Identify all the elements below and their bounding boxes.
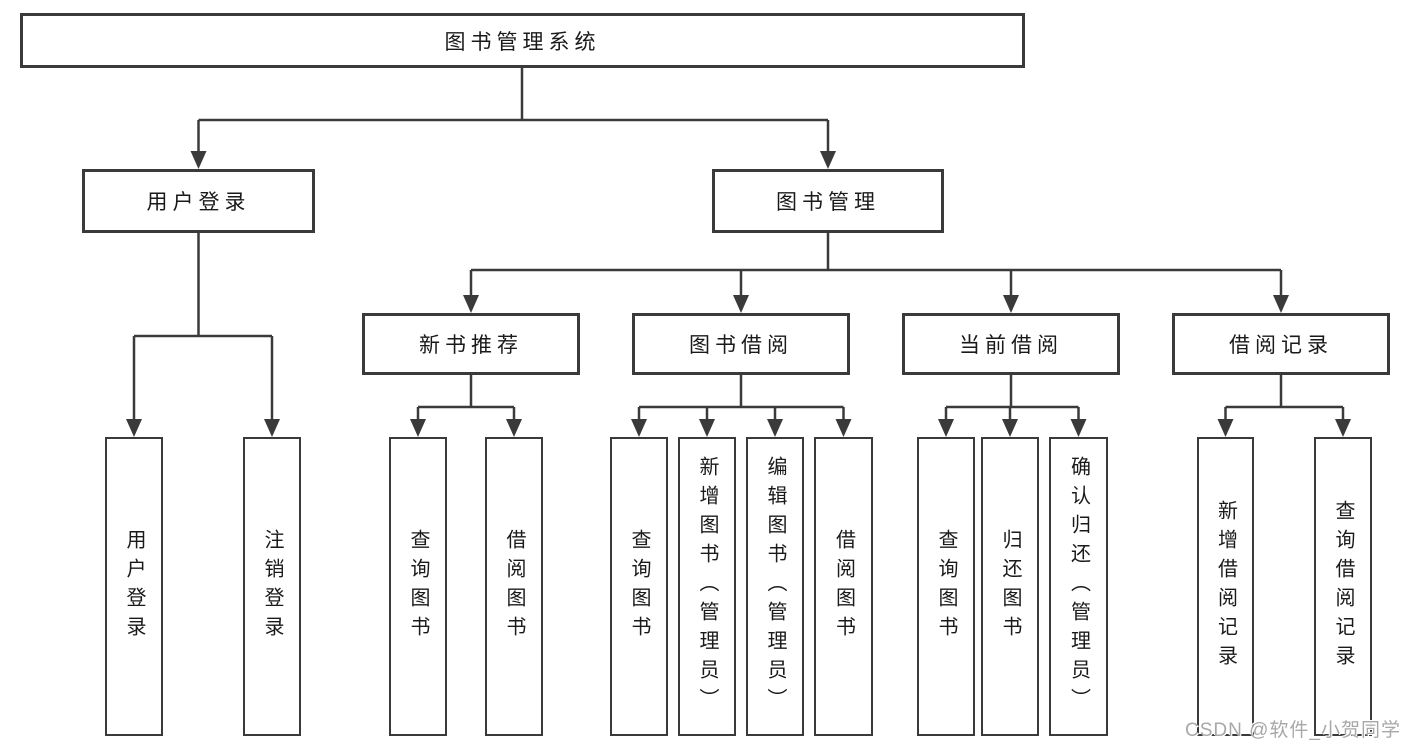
leaf-current-confirm-return-admin-label: 确认归还（管理员） xyxy=(1067,456,1090,717)
csdn-watermark: CSDN @软件_小贺同学 xyxy=(1185,720,1401,741)
leaf-current-query-books: 查询图书 xyxy=(917,437,975,736)
leaf-borrow-edit-books-admin-label: 编辑图书（管理员） xyxy=(764,456,786,717)
leaf-current-return-books-label: 归还图书 xyxy=(999,528,1021,645)
node-current-borrow: 当前借阅 xyxy=(902,313,1120,375)
leaf-logout-login: 注销登录 xyxy=(243,437,301,736)
leaf-current-confirm-return-admin: 确认归还（管理员） xyxy=(1049,437,1108,736)
leaf-newbooks-borrow-books-label: 借阅图书 xyxy=(503,528,525,645)
node-book-mgmt: 图书管理 xyxy=(712,169,944,233)
leaf-borrow-borrow-books: 借阅图书 xyxy=(814,437,873,736)
node-borrow-records: 借阅记录 xyxy=(1172,313,1390,375)
node-current-borrow-label: 当前借阅 xyxy=(959,334,1063,357)
leaf-records-query-record-label: 查询借阅记录 xyxy=(1332,499,1354,674)
node-book-borrow-label: 图书借阅 xyxy=(689,334,793,357)
leaf-current-return-books: 归还图书 xyxy=(981,437,1039,736)
leaf-newbooks-query-books: 查询图书 xyxy=(389,437,447,736)
node-new-books-label: 新书推荐 xyxy=(419,334,523,357)
leaf-borrow-add-books-admin: 新增图书（管理员） xyxy=(678,437,736,736)
leaf-newbooks-borrow-books: 借阅图书 xyxy=(485,437,543,736)
node-user-login: 用户登录 xyxy=(82,169,315,233)
leaf-borrow-query-books-label: 查询图书 xyxy=(628,528,650,645)
leaf-borrow-edit-books-admin: 编辑图书（管理员） xyxy=(746,437,804,736)
node-borrow-records-label: 借阅记录 xyxy=(1229,334,1333,357)
node-root: 图书管理系统 xyxy=(20,13,1025,68)
leaf-logout-login-label: 注销登录 xyxy=(261,528,283,645)
leaf-borrow-add-books-admin-label: 新增图书（管理员） xyxy=(696,456,718,717)
leaf-borrow-query-books: 查询图书 xyxy=(610,437,668,736)
leaf-current-query-books-label: 查询图书 xyxy=(935,528,957,645)
leaf-records-add-record: 新增借阅记录 xyxy=(1197,437,1254,736)
leaf-borrow-borrow-books-label: 借阅图书 xyxy=(832,528,855,645)
leaf-records-query-record: 查询借阅记录 xyxy=(1314,437,1372,736)
leaf-user-login: 用户登录 xyxy=(105,437,163,736)
arrowheads xyxy=(126,151,1351,437)
node-book-borrow: 图书借阅 xyxy=(632,313,850,375)
node-book-mgmt-label: 图书管理 xyxy=(776,191,880,214)
node-user-login-label: 用户登录 xyxy=(146,191,251,214)
leaf-newbooks-query-books-label: 查询图书 xyxy=(407,528,429,645)
node-new-books: 新书推荐 xyxy=(362,313,580,375)
node-root-label: 图书管理系统 xyxy=(444,30,601,54)
leaf-records-add-record-label: 新增借阅记录 xyxy=(1214,499,1237,674)
leaf-user-login-label: 用户登录 xyxy=(123,528,145,645)
